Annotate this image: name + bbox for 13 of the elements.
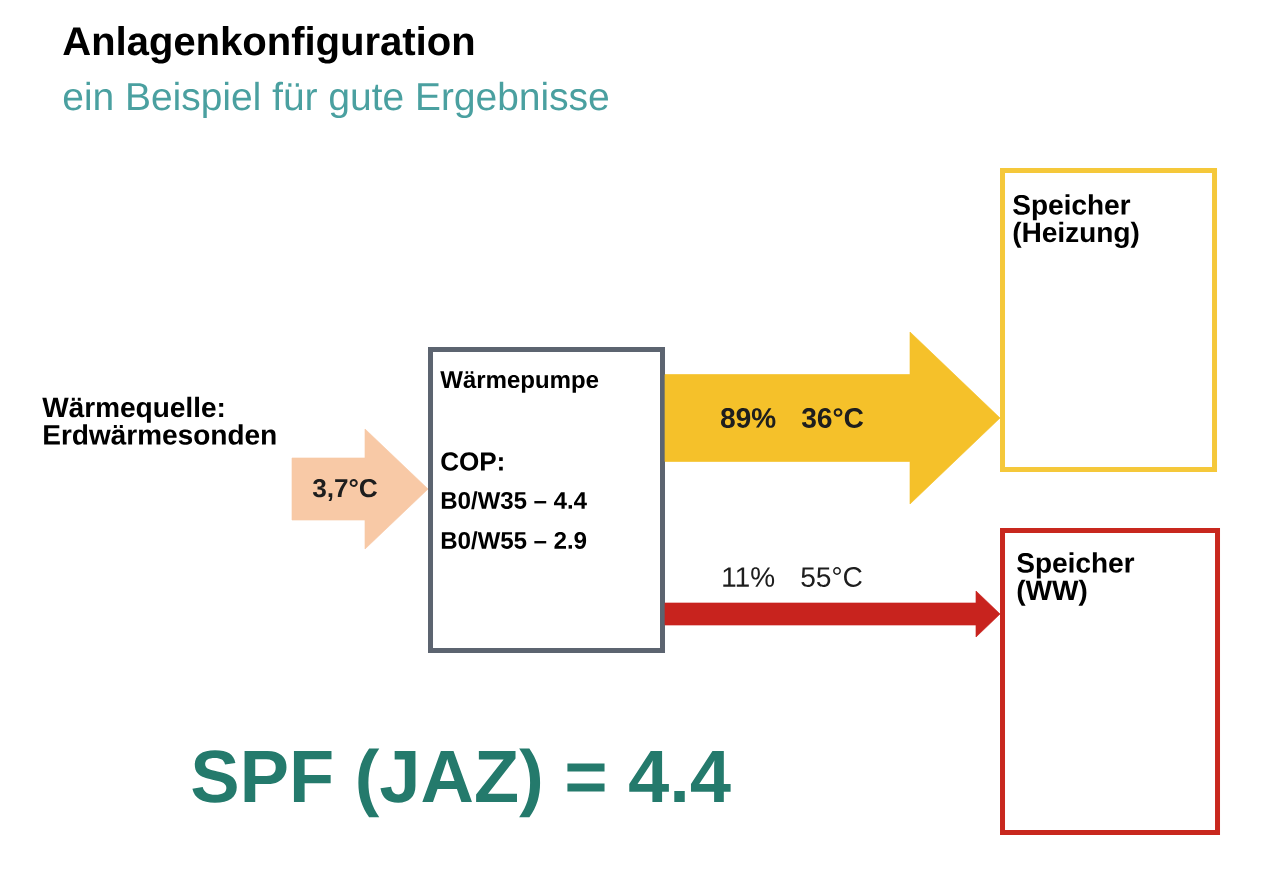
edge-label: 89% 36°C bbox=[721, 408, 864, 428]
arrow bbox=[291, 428, 429, 550]
edge-label: 3,7°C bbox=[312, 478, 377, 502]
edge-label: 11% 55°C bbox=[723, 567, 862, 587]
arrow bbox=[664, 590, 1001, 638]
title: Anlagenkonfiguration bbox=[63, 26, 474, 64]
formula-text: SPF (JAZ) = 4.4 bbox=[192, 748, 731, 818]
storage-box: Speicher (WW) bbox=[1000, 528, 1220, 835]
subtitle: ein Beispiel für gute Ergebnisse bbox=[63, 81, 608, 119]
source-label: Wärmequelle: Erdwärmesonden bbox=[42, 396, 276, 445]
pump-box: Wärmepumpe COP: B0/W35 – 4.4 B0/W55 – 2.9 bbox=[428, 347, 665, 653]
storage-box: Speicher (Heizung) bbox=[1000, 168, 1217, 472]
arrow bbox=[664, 331, 1001, 505]
